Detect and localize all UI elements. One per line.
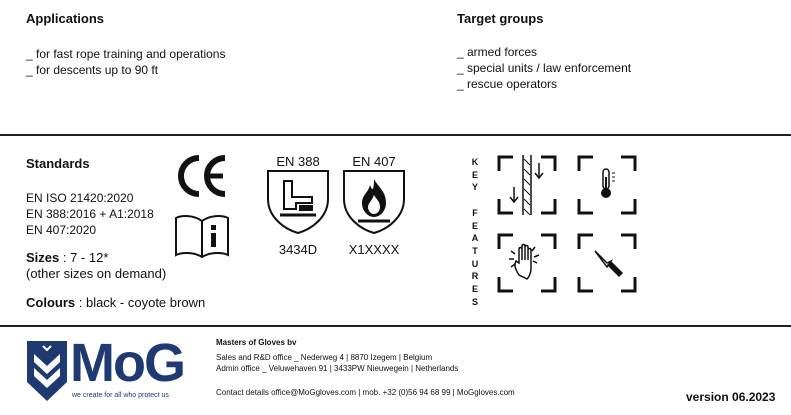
colours-block: Colours : black - coyote brown xyxy=(26,295,205,310)
section-divider xyxy=(0,134,791,136)
key-features-label: K E Y F E A T U R E S xyxy=(470,156,480,308)
target-groups-title: Target groups xyxy=(457,11,544,26)
colours-value: : black - coyote brown xyxy=(75,295,206,310)
key-letter-gap xyxy=(470,194,480,207)
list-item: _ rescue operators xyxy=(457,77,558,91)
key-letter: E xyxy=(471,220,478,231)
list-item: _ armed forces xyxy=(457,45,538,59)
sizes-label: Sizes xyxy=(26,250,60,265)
key-letter: E xyxy=(471,284,478,295)
list-item: EN ISO 21420:2020 xyxy=(26,191,134,205)
key-letter: S xyxy=(471,296,478,307)
standards-list: EN ISO 21420:2020 EN 388:2016 + A1:2018 … xyxy=(26,190,154,238)
heat-thermometer-icon xyxy=(577,155,637,215)
mog-tagline: we create for all who protect us xyxy=(72,392,169,399)
shield-title: EN 407 xyxy=(352,154,396,169)
list-item: EN 388:2016 + A1:2018 xyxy=(26,207,154,221)
key-letter: E xyxy=(471,169,478,180)
key-letter: K xyxy=(471,157,479,167)
read-instructions-icon xyxy=(174,213,230,259)
shield-code: 3434D xyxy=(278,242,318,257)
key-letter: R xyxy=(471,271,479,282)
sizes-note: (other sizes on demand) xyxy=(26,266,167,281)
mog-wordmark: MoG xyxy=(70,333,186,393)
applications-list: _ for fast rope training and operations … xyxy=(26,46,225,78)
company-name: Masters of Gloves bv xyxy=(216,338,297,347)
applications-title: Applications xyxy=(26,11,105,26)
sizes-value: : 7 - 12* xyxy=(59,250,109,265)
target-groups-list: _ armed forces _ special units / law enf… xyxy=(457,44,631,92)
key-letter: Y xyxy=(471,182,478,193)
en388-shield: EN 388 3434D xyxy=(266,154,330,257)
rope-descent-icon xyxy=(497,153,557,217)
contact-details: Contact details office@MoGgloves.com | m… xyxy=(216,388,515,397)
heat-flame-shield-icon xyxy=(343,170,405,235)
touch-sensitive-hand-icon xyxy=(497,233,557,293)
sizes-block: Sizes : 7 - 12* (other sizes on demand) xyxy=(26,250,166,282)
shield-title: EN 388 xyxy=(276,154,320,169)
footer-divider xyxy=(0,325,791,327)
sales-office: Sales and R&D office _ Nederweg 4 | 8870… xyxy=(216,353,433,362)
key-letter: T xyxy=(472,245,478,256)
colours-label: Colours xyxy=(26,295,76,310)
list-item: _ for fast rope training and operations xyxy=(26,47,226,61)
list-item: _ special units / law enforcement xyxy=(457,61,632,75)
list-item: EN 407:2020 xyxy=(26,223,97,237)
list-item: _ for descents up to 90 ft xyxy=(26,63,159,77)
cut-knife-icon xyxy=(577,233,637,293)
key-letter: F xyxy=(472,207,478,218)
mog-shield-logo-icon xyxy=(26,340,68,402)
shield-code: X1XXXX xyxy=(348,242,400,257)
ce-mark-icon xyxy=(175,152,229,200)
key-letter: A xyxy=(471,233,479,244)
en407-shield: EN 407 X1XXXX xyxy=(342,154,406,257)
mechanical-hazard-shield-icon xyxy=(267,170,329,235)
admin-office: Admin office _ Veluwehaven 91 | 3433PW N… xyxy=(216,364,459,373)
version-label: version 06.2023 xyxy=(686,390,776,404)
standards-title: Standards xyxy=(26,156,90,171)
key-letter: U xyxy=(471,258,479,269)
